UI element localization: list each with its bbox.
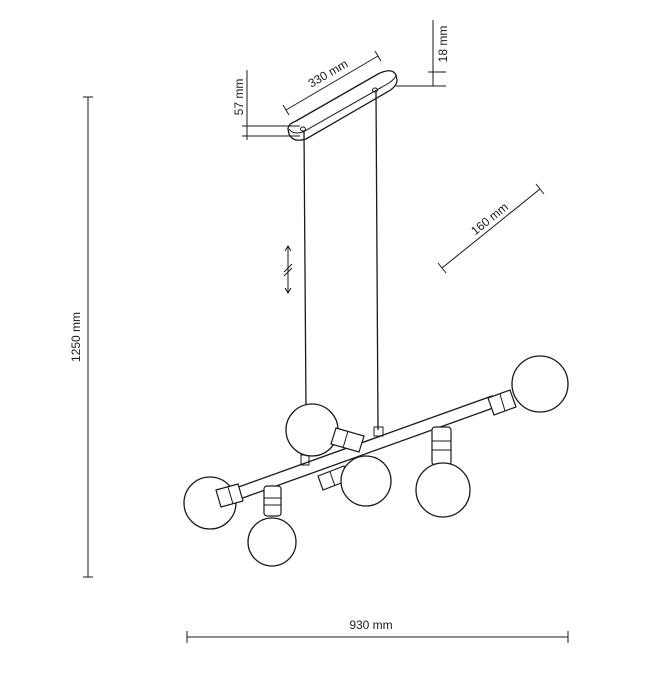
height-label: 1250 mm	[69, 312, 83, 362]
width-dimension: 930 mm	[186, 618, 569, 643]
bulb-left	[183, 476, 244, 530]
socket-spacing-tick-a	[437, 262, 447, 274]
canopy-height-dimension: 57 mm	[232, 70, 300, 140]
socket-spacing-line	[441, 188, 541, 269]
bulb-middle-upper	[285, 403, 365, 457]
bulb-center	[317, 455, 392, 507]
canopy-length-dimension: 330 mm	[282, 50, 382, 116]
canopy-depth-dimension: 18 mm	[396, 20, 450, 87]
bulb-hanging-right	[415, 426, 471, 518]
canopy-height-label: 57 mm	[232, 79, 246, 116]
bulb-hanging-left	[247, 485, 297, 567]
suspension-cables	[303, 91, 379, 431]
cable-right	[375, 91, 379, 431]
adjustable-length-icon	[283, 245, 293, 294]
canopy-length-tick-b	[374, 50, 382, 62]
ceiling-canopy	[287, 70, 398, 141]
canopy-length-line	[285, 55, 379, 111]
socket-spacing-dimension: 160 mm	[437, 183, 545, 274]
socket-spacing-tick-b	[535, 183, 545, 195]
width-label: 930 mm	[349, 618, 392, 632]
cable-left	[303, 130, 307, 411]
bulb-right-upper	[487, 355, 569, 416]
canopy-depth-label: 18 mm	[436, 26, 450, 63]
socket-spacing-label: 160 mm	[468, 200, 511, 238]
canopy-length-tick-a	[282, 104, 290, 116]
arm-mount-right	[373, 426, 384, 437]
height-dimension: 1250 mm	[69, 96, 93, 578]
